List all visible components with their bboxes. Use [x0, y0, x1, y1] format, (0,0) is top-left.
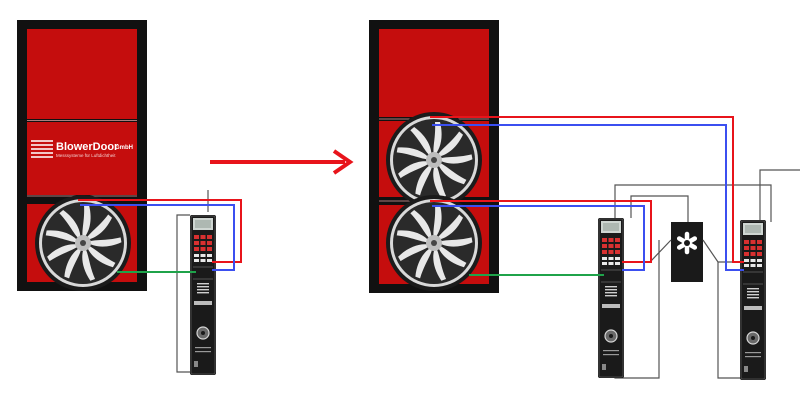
arrow-right-icon — [210, 149, 354, 175]
pressure-tube-blue — [432, 124, 744, 271]
fan-icon — [35, 195, 131, 291]
fan-icon — [386, 195, 482, 291]
control-line — [759, 169, 800, 222]
brand-tagline: Messsysteme für Luftdichtheit — [56, 153, 116, 158]
brand-tld: GmbH — [115, 145, 133, 151]
pressure-tube-blue — [432, 205, 645, 271]
pressure-tube-blue — [80, 204, 235, 271]
pressure-gauge — [739, 219, 767, 381]
control-line — [614, 184, 772, 222]
pressure-tube-red — [430, 116, 744, 263]
pressure-tube-red — [78, 199, 242, 263]
dual-gauge-assembly — [430, 116, 800, 381]
single-fan-door: BlowerDoor GmbH Messsysteme für Luftdich… — [17, 20, 147, 291]
door-panel-top — [27, 29, 137, 119]
asterisk-hub-icon — [671, 222, 703, 282]
pressure-tube-red — [430, 200, 652, 263]
left-gauge-assembly — [78, 190, 242, 376]
dual-fan-door — [369, 20, 499, 293]
door-panel-logo — [27, 122, 137, 195]
door-panel-top — [379, 29, 489, 117]
blowerdoor-logo: BlowerDoor GmbH Messsysteme für Luftdich… — [31, 140, 133, 158]
fan-icon — [386, 112, 482, 208]
pressure-gauge — [189, 214, 217, 376]
brand-name: BlowerDoor — [56, 141, 119, 153]
pressure-gauge — [597, 217, 625, 379]
control-line — [630, 195, 689, 222]
